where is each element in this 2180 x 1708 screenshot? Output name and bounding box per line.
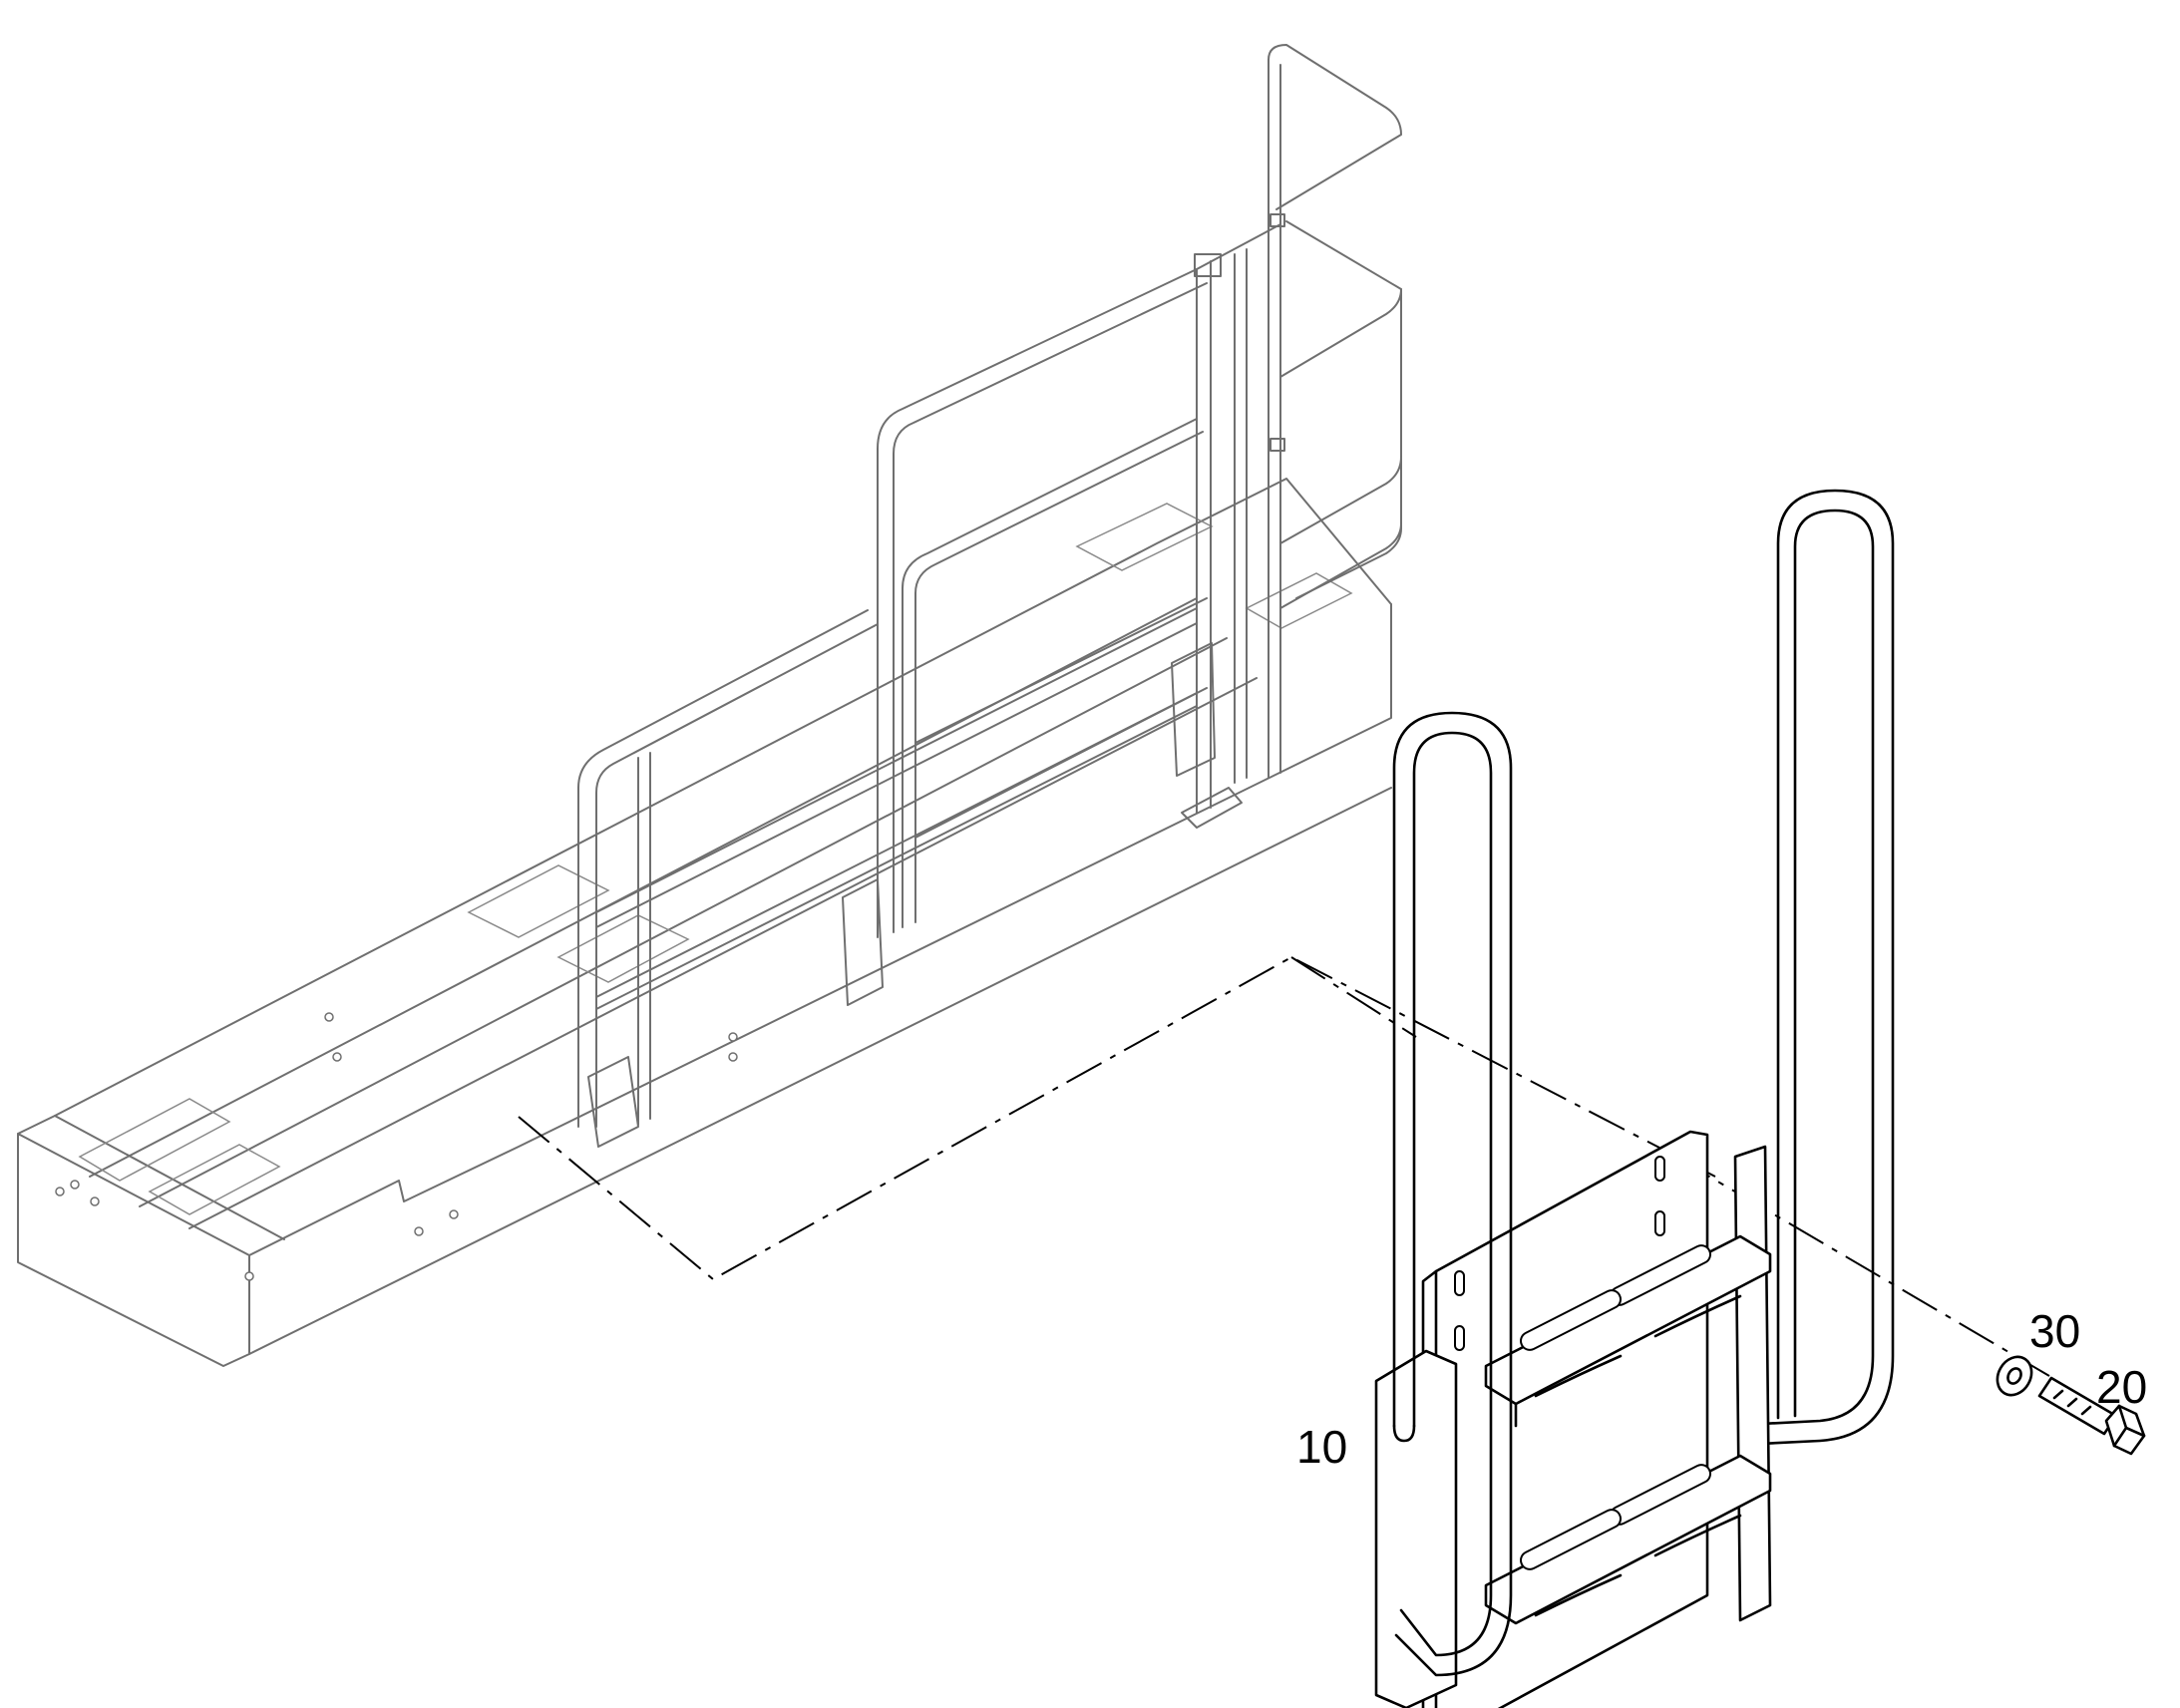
callout-washer: 30 bbox=[2029, 1305, 2081, 1357]
callout-ladder: 10 bbox=[1296, 1421, 1348, 1473]
hex-bolt bbox=[2037, 1376, 2146, 1456]
washer bbox=[1996, 1355, 2033, 1397]
callout-bolt: 20 bbox=[2096, 1361, 2148, 1413]
ladder-assembly bbox=[1374, 489, 1895, 1708]
walkway-handrail bbox=[577, 44, 1402, 1128]
assembly-centerline bbox=[518, 955, 2050, 1377]
walkway-platform bbox=[17, 478, 1392, 1367]
